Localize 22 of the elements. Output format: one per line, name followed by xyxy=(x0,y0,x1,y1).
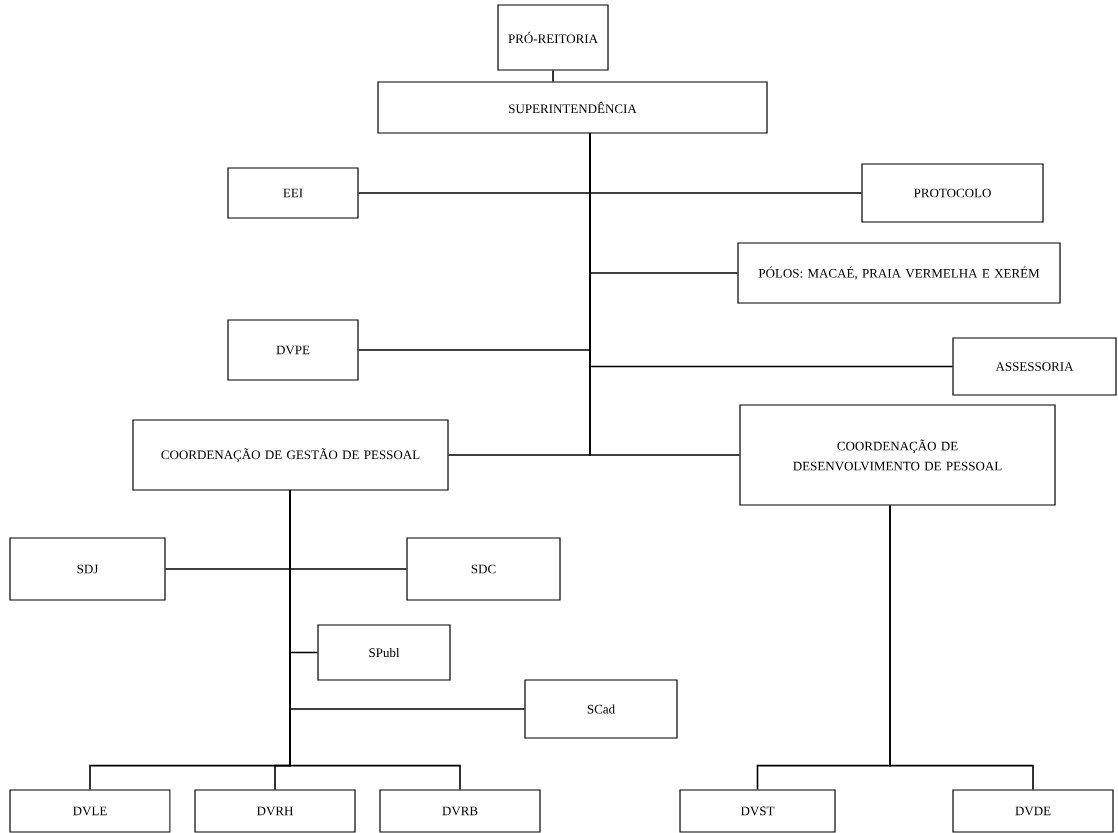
org-box: PRÓ-REITORIA xyxy=(497,4,609,71)
org-box: DVLE xyxy=(9,789,171,833)
org-box: DVRB xyxy=(379,789,541,833)
org-box: DVST xyxy=(679,789,836,833)
org-box: SCad xyxy=(524,679,678,739)
org-box: DVRH xyxy=(194,789,356,833)
connector-line xyxy=(552,69,554,83)
org-box: PROTOCOLO xyxy=(861,163,1044,223)
org-box: ASSESSORIA xyxy=(952,337,1117,396)
org-box: COORDENAÇÃO DE GESTÃO DE PESSOAL xyxy=(132,419,449,491)
org-box: EEI xyxy=(227,167,359,219)
org-box: COORDENAÇÃO DE DESENVOLVIMENTO DE PESSOAL xyxy=(739,404,1056,506)
org-box: SUPERINTENDÊNCIA xyxy=(377,81,768,134)
org-box: DVPE xyxy=(227,319,359,381)
org-box: PÓLOS: MACAÉ, PRAIA VERMELHA E XERÉM xyxy=(737,242,1061,304)
org-box: SDJ xyxy=(9,537,166,601)
connector-line xyxy=(889,504,1034,791)
org-box: SDC xyxy=(406,537,561,601)
connector-line xyxy=(589,132,741,456)
org-box: SPubl xyxy=(317,624,451,681)
org-box: DVDE xyxy=(952,789,1114,833)
connector-line xyxy=(289,489,461,791)
